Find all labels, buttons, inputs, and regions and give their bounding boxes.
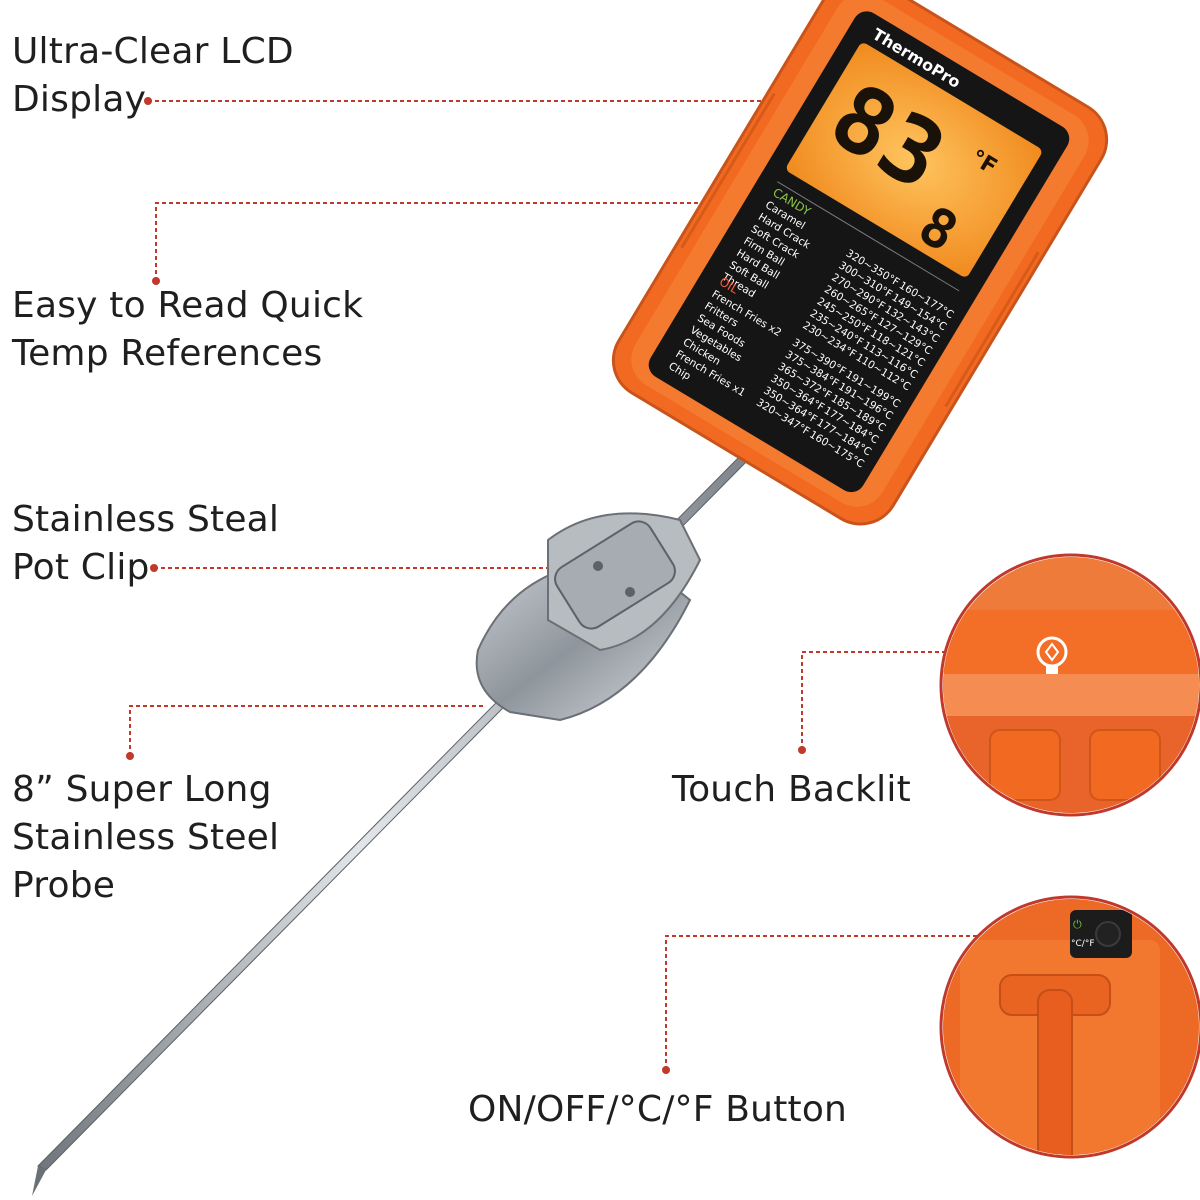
callout-references: [152, 202, 855, 285]
touch-backlit-label: Touch Backlit: [672, 769, 911, 810]
probe-label: 8” Super Long Stainless Steel Probe: [12, 769, 280, 906]
pot-clip-label: Stainless Steal Pot Clip: [12, 499, 280, 588]
unit-toggle-label: °C/°F: [1071, 939, 1095, 949]
lcd-screen: [786, 43, 1042, 277]
temp-references-label: Easy to Read Quick Temp References: [12, 285, 364, 374]
callout-probe: [126, 705, 485, 760]
power-button-zoom: ⏻ °C/°F: [939, 895, 1200, 1159]
power-icon: ⏻: [1073, 918, 1082, 931]
callout-clip: [150, 564, 560, 572]
bulb-icon[interactable]: [1036, 636, 1068, 674]
backlit-zoom: [939, 553, 1200, 817]
power-button[interactable]: ⏻ °C/°F: [1071, 918, 1121, 949]
lcd-display-label: Ultra-Clear LCD Display: [12, 31, 294, 120]
pot-clip: [475, 512, 702, 722]
callout-backlit: [798, 651, 945, 754]
device-body: ThermoPro 83 8 °F CANDY Caramel320~350°F…: [611, 0, 1109, 526]
power-button-label: ON/OFF/°C/°F Button: [468, 1089, 848, 1130]
callout-button: [662, 935, 1070, 1074]
